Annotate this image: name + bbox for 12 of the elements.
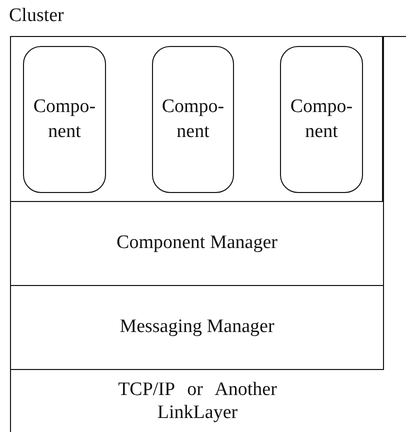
component-box [280, 46, 363, 193]
cluster-title: Cluster [9, 5, 64, 27]
component-label: Compo- nent [160, 94, 226, 144]
layer-band [10, 201, 384, 286]
layer-label: Messaging Manager [118, 315, 276, 340]
component-box [152, 46, 234, 193]
layer-label: TCP/IP or Another LinkLayer [117, 378, 278, 424]
component-label: Compo- nent [32, 94, 97, 144]
layer-label: Component Manager [116, 231, 278, 256]
component-label: Compo- nent [289, 94, 354, 144]
layer-band [10, 285, 384, 370]
component-box [23, 46, 106, 193]
